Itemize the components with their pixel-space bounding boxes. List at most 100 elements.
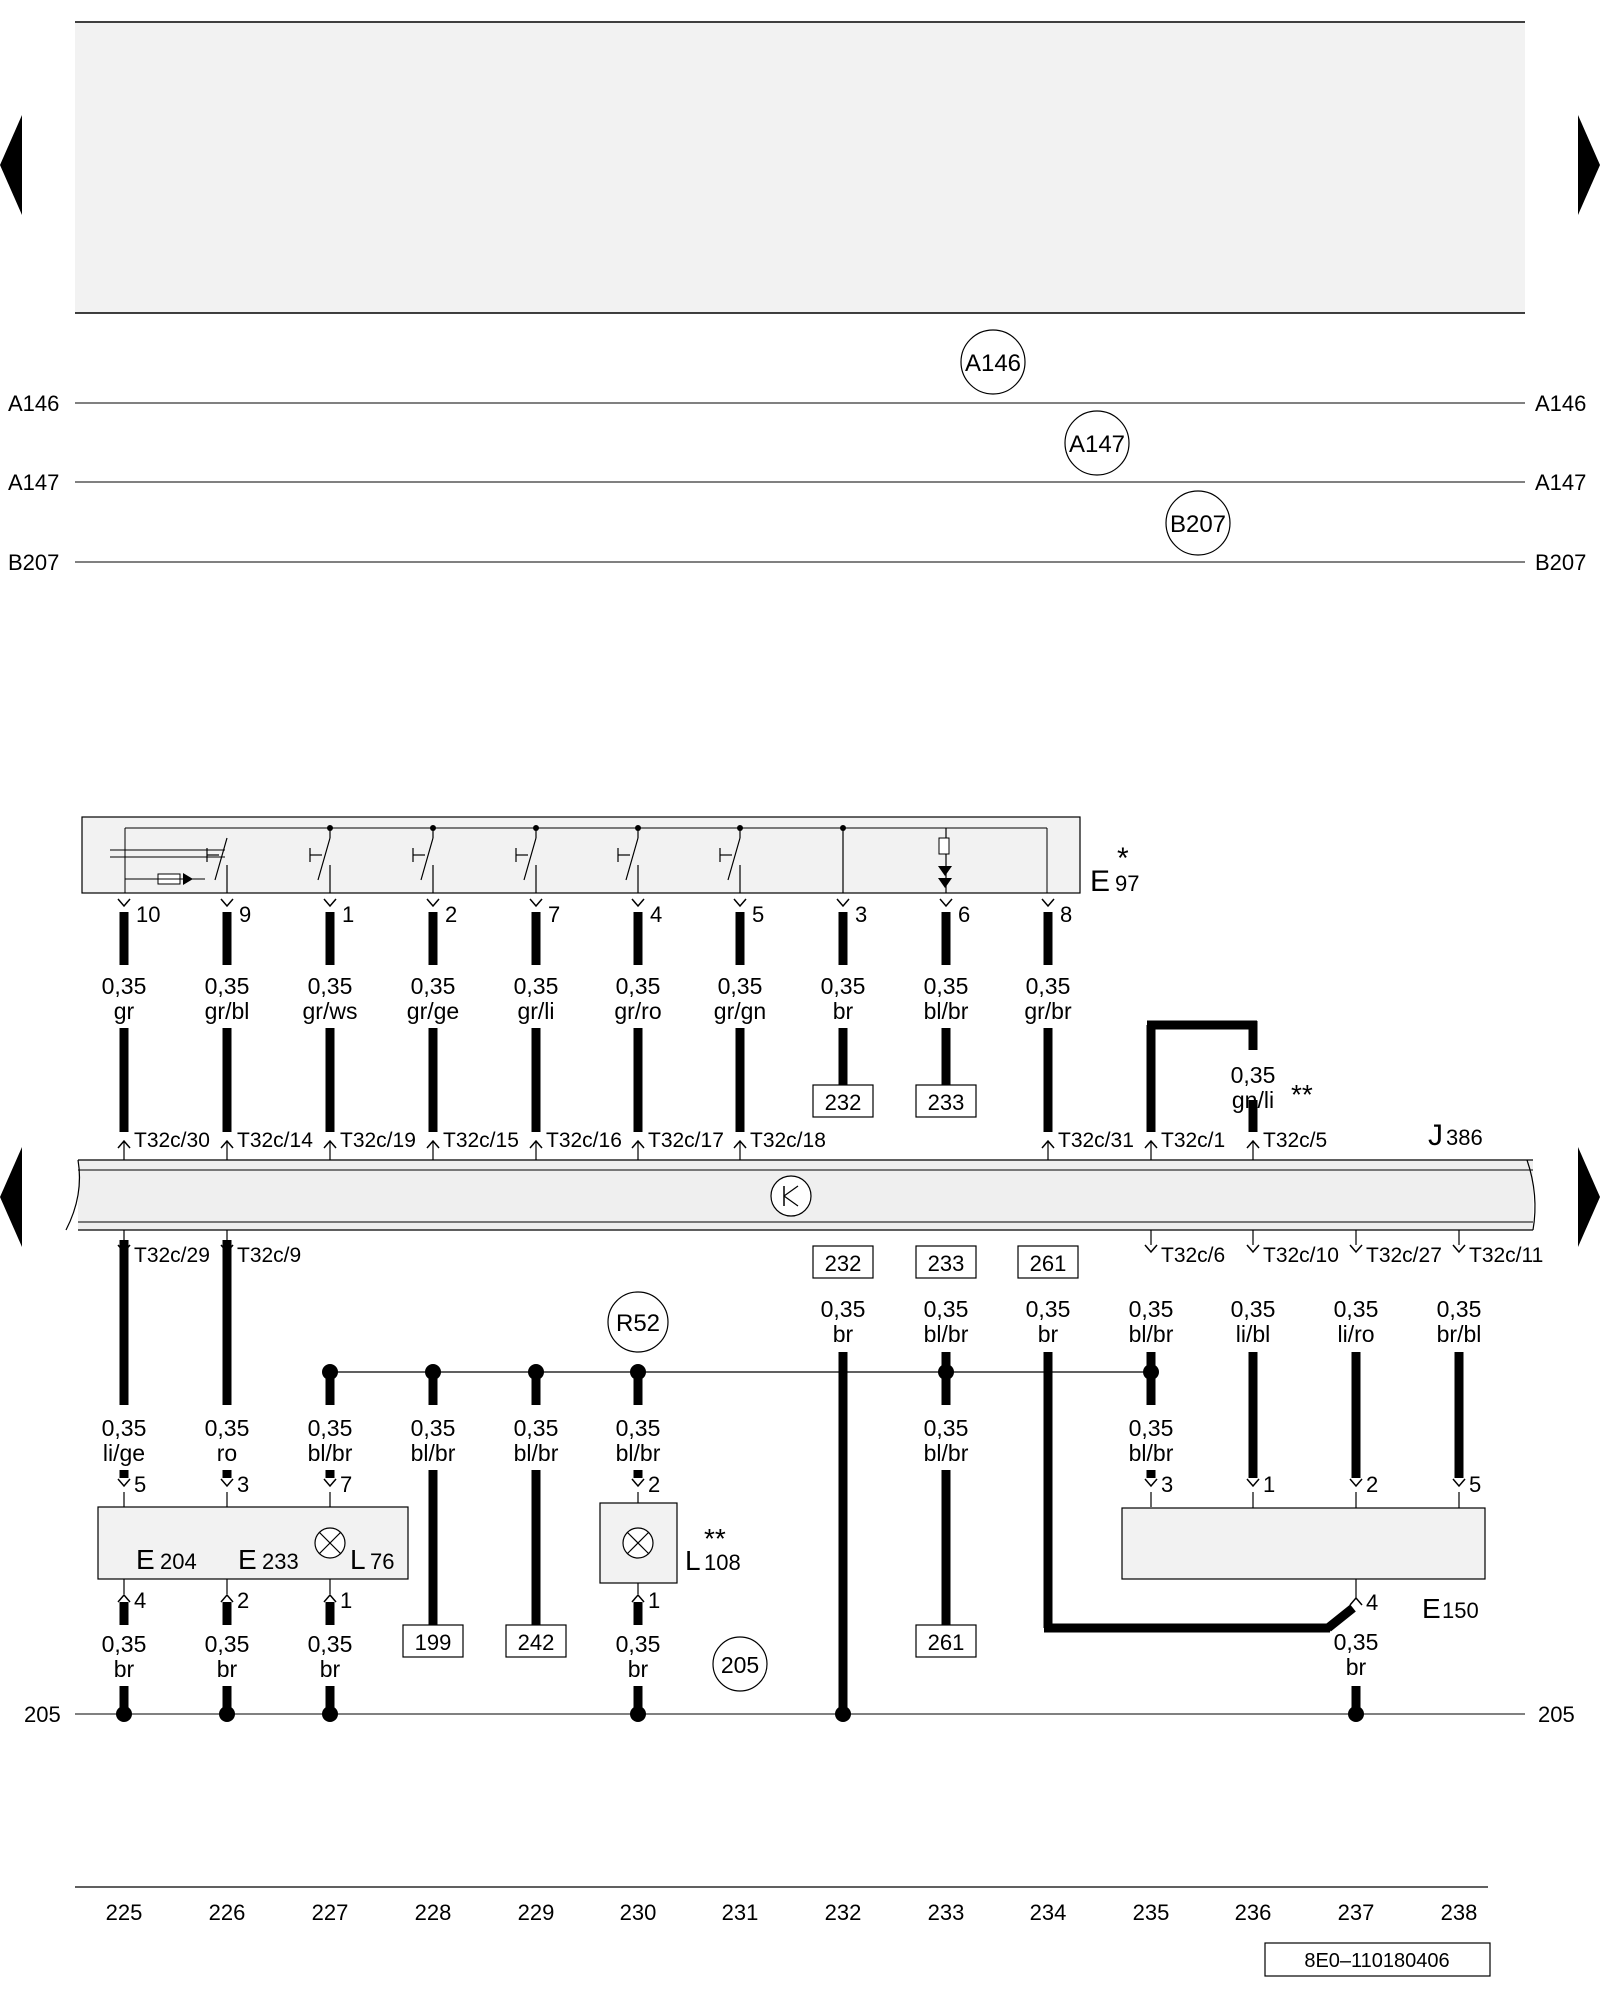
e97-pin-number: 9 [239, 902, 251, 927]
bus-line-a146: A146 A146 [8, 391, 1586, 416]
j386-connector: T32c/9 [237, 1244, 301, 1267]
led-icon [938, 878, 952, 888]
component-pin-arrow [220, 1478, 234, 1488]
column-number: 229 [518, 1900, 555, 1925]
component-pin-arrow [323, 1478, 337, 1488]
upper-wire-size: 0,35 [514, 973, 559, 999]
upper-wire-color: bl/br [924, 998, 969, 1024]
branch-wire-size: 0,35 [924, 1415, 969, 1441]
led-icon [938, 866, 952, 876]
j386-connector: T32c/19 [340, 1129, 416, 1152]
j386-connector: T32c/31 [1058, 1129, 1134, 1152]
branch-ref-number: 242 [518, 1630, 555, 1655]
next-page-arrow-top[interactable] [1578, 115, 1600, 215]
branch-wire-size: 0,35 [616, 1415, 661, 1441]
e97-pin-number: 8 [1060, 902, 1072, 927]
l108-stars: ** [704, 1523, 726, 1554]
lower-ref-number: 233 [928, 1251, 965, 1276]
j386-connector: T32c/30 [134, 1129, 210, 1152]
branch-wire-size: 0,35 [308, 1415, 353, 1441]
electronic-unit-icon [770, 1175, 812, 1217]
column-number: 231 [722, 1900, 759, 1925]
j386-connector: T32c/16 [546, 1129, 622, 1152]
e150-pin-arrow [1452, 1478, 1466, 1488]
upper-wire-color: gr/br [1024, 998, 1072, 1024]
column-number: 233 [928, 1900, 965, 1925]
column-number: 236 [1235, 1900, 1272, 1925]
component-pin-number: 7 [340, 1472, 352, 1497]
branch-wire-color: bl/br [411, 1440, 456, 1466]
ground-wire-size: 0,35 [102, 1631, 147, 1657]
next-page-arrow-mid[interactable] [1578, 1147, 1600, 1247]
e150-pin-number: 2 [1366, 1472, 1378, 1497]
e150-sub: 150 [1442, 1598, 1479, 1623]
e97-pin-arrow [117, 898, 131, 908]
e150-feed-wire [1325, 1604, 1356, 1632]
svg-text:205: 205 [721, 1652, 759, 1678]
e97-pin-arrow [1041, 898, 1055, 908]
svg-text:R52: R52 [616, 1310, 660, 1337]
e204-sub: 204 [160, 1549, 197, 1574]
e150-ground-size: 0,35 [1334, 1629, 1379, 1655]
svg-text:B207: B207 [1170, 511, 1226, 538]
column-number: 227 [312, 1900, 349, 1925]
l108-sub: 108 [704, 1550, 741, 1575]
ground-label-right: 205 [1538, 1702, 1575, 1727]
mid-wire-color: br/bl [1437, 1321, 1482, 1347]
bus-line-b207: B207 B207 [8, 550, 1586, 575]
ground-pin-arrow [323, 1593, 337, 1603]
e97-pin-number: 7 [548, 902, 560, 927]
loop-wire-color: gn/li [1232, 1087, 1274, 1113]
e97-pin-number: 10 [136, 902, 160, 927]
ground-wire-color: br [628, 1656, 649, 1682]
component-pin-arrow [117, 1478, 131, 1488]
e97-sub: 97 [1115, 871, 1139, 896]
document-id: 8E0–110180406 [1264, 1942, 1491, 1977]
bus-label-left: A147 [8, 470, 59, 495]
l76-sub: 76 [370, 1549, 394, 1574]
j386-connector: T32c/5 [1263, 1129, 1327, 1152]
mid-wire-color: li/ro [1337, 1321, 1374, 1347]
e150-label: E [1422, 1593, 1441, 1624]
e97-pin-number: 6 [958, 902, 970, 927]
e97-pin-arrow [323, 898, 337, 908]
e150-pin-number: 5 [1469, 1472, 1481, 1497]
e97-pin-arrow [426, 898, 440, 908]
mid-wire-color: bl/br [1129, 1321, 1174, 1347]
bus-line-a147: A147 A147 [8, 470, 1586, 495]
upper-wire-size: 0,35 [821, 973, 866, 999]
ground-wire-size: 0,35 [205, 1631, 250, 1657]
column-number: 237 [1338, 1900, 1375, 1925]
l108-label: L [685, 1545, 701, 1576]
j386-connector: T32c/18 [750, 1129, 826, 1152]
e97-label: E [1090, 865, 1110, 898]
e97-pin-number: 5 [752, 902, 764, 927]
ground-label-left: 205 [24, 1702, 61, 1727]
upper-wire-color: gr/gn [714, 998, 766, 1024]
prev-page-arrow-top[interactable] [0, 115, 22, 215]
bus-label-right: B207 [1535, 550, 1586, 575]
e150-pin-arrow [1349, 1596, 1363, 1606]
j386-connector: T32c/6 [1161, 1244, 1225, 1267]
upper-wire-color: gr/ge [407, 998, 459, 1024]
prev-page-arrow-mid[interactable] [0, 1147, 22, 1247]
upper-wire-color: gr/ws [303, 998, 358, 1024]
svg-text:8E0–110180406: 8E0–110180406 [1304, 1950, 1449, 1972]
j386-connector: T32c/29 [134, 1244, 210, 1267]
loop-wire-size: 0,35 [1231, 1062, 1276, 1088]
column-number: 238 [1441, 1900, 1478, 1925]
upper-wire-color: br [833, 998, 854, 1024]
lower-ref-number: 261 [1030, 1251, 1067, 1276]
column-number: 232 [825, 1900, 862, 1925]
branch-wire-size: 0,35 [1129, 1415, 1174, 1441]
ground-pin-number: 1 [340, 1588, 352, 1613]
j386-connector: T32c/1 [1161, 1129, 1225, 1152]
branch-ref-box [505, 1624, 567, 1658]
e97-pin-arrow [529, 898, 543, 908]
ground-pin-number: 4 [134, 1588, 146, 1613]
ground-pin-arrow [220, 1593, 234, 1603]
upper-ref-box [915, 1084, 977, 1118]
ground-pin-number: 2 [237, 1588, 249, 1613]
j386-lower-arrow [1144, 1244, 1158, 1254]
component-pin-number: 3 [237, 1472, 249, 1497]
